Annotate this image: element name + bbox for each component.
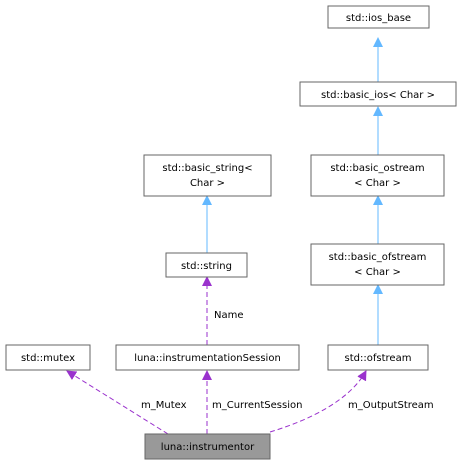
edge-instrumentor-to-mutex: [66, 370, 169, 435]
node-basic-string-label-line1: std::basic_string<: [162, 163, 252, 174]
node-ios-base[interactable]: std::ios_base: [327, 5, 430, 29]
node-basic-ostream[interactable]: std::basic_ostream < Char >: [310, 154, 445, 197]
node-instrumentation-session-label: luna::instrumentationSession: [134, 353, 281, 364]
inheritance-edges: [202, 37, 383, 345]
edge-labels: Name m_Mutex m_CurrentSession m_OutputSt…: [141, 310, 434, 411]
node-ofstream[interactable]: std::ofstream: [327, 344, 429, 371]
node-basic-string-label-line2: Char >: [190, 178, 225, 189]
node-basic-ofstream[interactable]: std::basic_ofstream < Char >: [310, 243, 445, 286]
node-basic-ios[interactable]: std::basic_ios< Char >: [299, 81, 457, 107]
node-basic-string[interactable]: std::basic_string< Char >: [143, 154, 272, 197]
node-basic-ofstream-label-line2: < Char >: [354, 267, 401, 278]
node-mutex-label: std::mutex: [21, 353, 75, 364]
usage-edges: [66, 276, 367, 435]
node-basic-ofstream-label-line1: std::basic_ofstream: [329, 252, 427, 263]
node-ofstream-label: std::ofstream: [345, 353, 412, 364]
edge-instrumentor-to-ofstream: [269, 370, 367, 433]
node-instrumentor-label: luna::instrumentor: [161, 442, 255, 453]
node-basic-ios-label: std::basic_ios< Char >: [321, 90, 435, 101]
node-instrumentor[interactable]: luna::instrumentor: [144, 433, 271, 460]
node-string-label: std::string: [181, 261, 232, 272]
node-basic-ostream-label-line1: std::basic_ostream: [330, 163, 424, 174]
node-basic-ostream-label-line2: < Char >: [354, 178, 401, 189]
edge-label-m-output-stream: m_OutputStream: [348, 400, 434, 411]
node-instrumentation-session[interactable]: luna::instrumentationSession: [115, 344, 300, 371]
node-string[interactable]: std::string: [165, 252, 248, 278]
edge-label-name: Name: [214, 310, 244, 321]
edge-label-m-current-session: m_CurrentSession: [212, 400, 302, 411]
node-ios-base-label: std::ios_base: [346, 13, 411, 24]
node-mutex[interactable]: std::mutex: [5, 344, 91, 371]
edge-label-m-mutex: m_Mutex: [141, 400, 187, 411]
